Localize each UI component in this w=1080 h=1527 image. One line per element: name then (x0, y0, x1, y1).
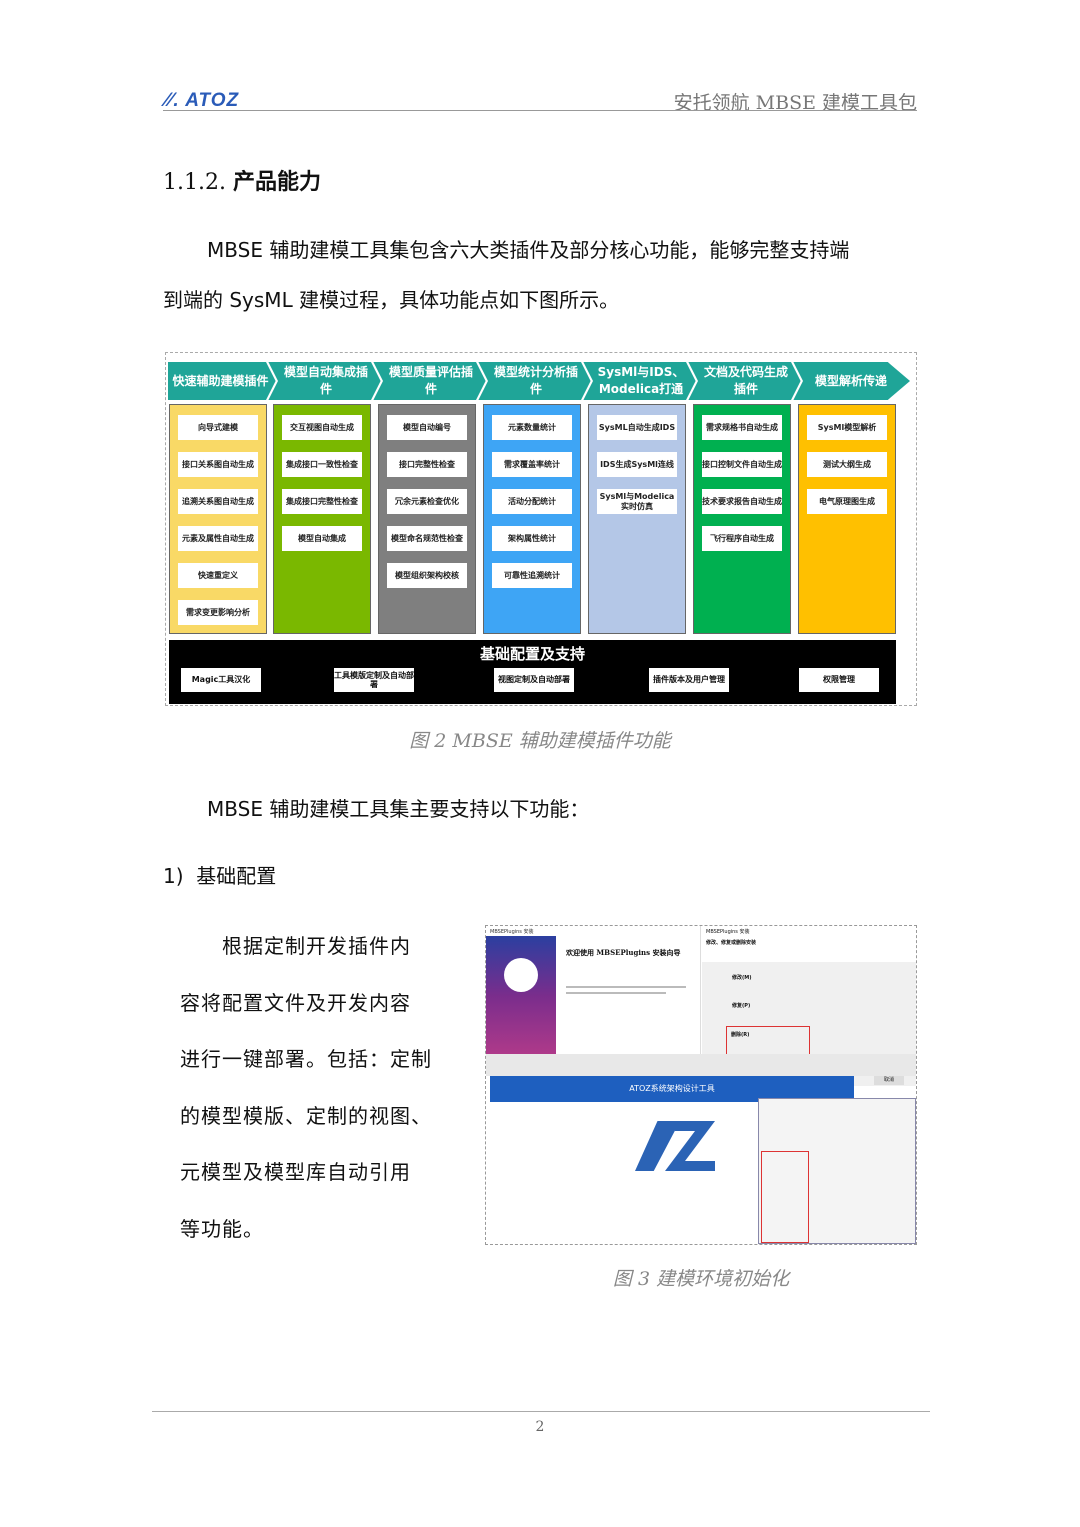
base-feature-box: 插件版本及用户管理 (649, 668, 729, 692)
base-feature-box: 权限管理 (799, 668, 879, 692)
base-support-bar: 基础配置及支持 Magic工具汉化 工具模版定制及自动部署 视图定制及自动部署 插件版… (169, 640, 896, 704)
feature-box: 接口控制文件自动生成 (702, 452, 782, 477)
window-title: MBSEPlugins 安装 (490, 929, 534, 935)
feature-box: 模型命名规范性检查 (387, 526, 467, 551)
item-1-text-line: 根据定制开发插件内 (222, 934, 411, 958)
feature-box: 冗余元素检查优化 (387, 489, 467, 514)
installer-graphic (486, 936, 556, 1056)
item-1-text-line: 等功能。 (180, 1216, 264, 1241)
plugin-diagram (165, 352, 917, 706)
base-feature-box: Magic工具汉化 (181, 668, 261, 692)
feature-box: 元素数量统计 (492, 415, 572, 440)
installer-welcome-window: MBSEPlugins 安装 欢迎使用 MBSEPlugins 安装向导 (486, 926, 701, 1056)
feature-box: 架构属性统计 (492, 526, 572, 551)
option-modify[interactable]: 修改(M) (732, 975, 752, 981)
chevron-separator (686, 362, 698, 400)
feature-box: 向导式建模 (178, 415, 258, 440)
chevron-separator (371, 362, 383, 400)
item-1-text-line: 的模型模版、定制的视图、 (180, 1103, 432, 1128)
item-1-text-line: 容将配置文件及开发内容 (180, 990, 411, 1015)
feature-box: 需求规格书自动生成 (702, 415, 782, 440)
category-column: 需求规格书自动生成接口控制文件自动生成技术要求报告自动生成飞行程序自动生成 (693, 404, 791, 634)
tool-banner: ATOZ系统架构设计工具 (490, 1076, 854, 1102)
item-1-text-line: 元模型及模型库自动引用 (180, 1160, 411, 1184)
feature-box: 活动分配统计 (492, 489, 572, 514)
feature-box: 集成接口一致性检查 (282, 452, 362, 477)
feature-box: 快速重定义 (178, 563, 258, 588)
feature-box: 飞行程序自动生成 (702, 526, 782, 551)
category-header: 模型质量评估插件 (388, 365, 473, 396)
plugin-list-highlight (761, 1151, 809, 1243)
header-divider (163, 110, 917, 111)
support-intro: MBSE 辅助建模工具集主要支持以下功能： (207, 797, 590, 821)
toolbar (486, 1054, 916, 1076)
feature-box: 交互视图自动生成 (282, 415, 362, 440)
option-remove[interactable]: 删除(R) (726, 1026, 810, 1056)
feature-box: SysMl模型解析 (807, 415, 887, 440)
chevron-separator (581, 362, 593, 400)
item-1-text-line: 进行一键部署。包括：定制 (180, 1047, 432, 1071)
feature-box: 需求变更影响分析 (178, 600, 258, 625)
feature-box: 接口完整性检查 (387, 452, 467, 477)
category-column: SysMl模型解析测试大纲生成电气原理图生成 (798, 404, 896, 634)
base-title: 基础配置及支持 (479, 645, 585, 663)
header-title: 安托领航 MBSE 建模工具包 (673, 92, 917, 114)
figure-2-caption: 图 2 MBSE 辅助建模插件功能 (409, 730, 671, 752)
category-column: 模型自动编号接口完整性检查冗余元素检查优化模型命名规范性检查模型组织架构校核 (378, 404, 476, 634)
feature-box: IDS生成SysMl连线 (597, 452, 677, 477)
feature-box: 电气原理图生成 (807, 489, 887, 514)
feature-box: 模型组织架构校核 (387, 563, 467, 588)
category-header: 模型统计分析插件 (493, 365, 578, 396)
base-feature-box: 视图定制及自动部署 (494, 668, 574, 692)
category-header: 模型自动集成插件 (283, 365, 368, 396)
description-text (566, 986, 686, 988)
category-column: SysML自动生成IDS IDS生成SysMl连线 SysMl与Modelica实时… (588, 404, 686, 634)
category-column: 向导式建模接口关系图自动生成追溯关系图自动生成元素及属性自动生成快速重定义需求变… (169, 404, 267, 634)
feature-box: 元素及属性自动生成 (178, 526, 258, 551)
plugin-logo-icon (504, 958, 538, 992)
window-title: MBSEPlugins 安装 (706, 929, 750, 935)
feature-box: 模型自动集成 (282, 526, 362, 551)
feature-box: 需求覆盖率统计 (492, 452, 572, 477)
intro-line-2: 到端的 SysML 建模过程，具体功能点如下图所示。 (163, 288, 620, 312)
feature-box: 接口关系图自动生成 (178, 452, 258, 477)
item-1-heading: 1) 基础配置 (163, 864, 277, 888)
cancel-button[interactable]: 取消 (874, 1076, 904, 1085)
option-repair[interactable]: 修复(P) (732, 1003, 751, 1009)
figure-3-caption: 图 3 建模环境初始化 (612, 1268, 790, 1290)
feature-box: SysML自动生成IDS (597, 415, 677, 440)
plugin-dialog (758, 1098, 916, 1244)
category-band: 快速辅助建模插件模型自动集成插件模型质量评估插件模型统计分析插件 SysMl与ID… (168, 362, 910, 400)
feature-box: 追溯关系图自动生成 (178, 489, 258, 514)
welcome-text: 欢迎使用 MBSEPlugins 安装向导 (566, 948, 681, 957)
category-header: 模型解析传递 (814, 373, 887, 388)
section-heading: 1.1.2. 产品能力 (163, 170, 321, 195)
figure-3-screenshot: MBSEPlugins 安装 欢迎使用 MBSEPlugins 安装向导 MBS… (485, 925, 917, 1245)
intro-line-1: MBSE 辅助建模工具集包含六大类插件及部分核心功能，能够完整支持端 (207, 238, 850, 262)
atoz-logo: ⁄⁄. ATOZ (165, 90, 240, 111)
base-feature-box: 工具模版定制及自动部署 (334, 668, 414, 692)
description-text (566, 992, 666, 994)
chevron-separator (791, 362, 803, 400)
category-header: 文档及代码生成插件 (703, 365, 788, 396)
feature-box: 模型自动编号 (387, 415, 467, 440)
page-number: 2 (535, 1419, 545, 1435)
category-header: SysMl与IDS、Modelica打通 (597, 365, 685, 396)
feature-box: 技术要求报告自动生成 (702, 489, 782, 514)
category-column: 交互视图自动生成集成接口一致性检查集成接口完整性检查模型自动集成 (273, 404, 371, 634)
feature-box: 可靠性追溯统计 (492, 563, 572, 588)
category-column: 元素数量统计需求覆盖率统计活动分配统计架构属性统计可靠性追溯统计 (483, 404, 581, 634)
feature-box: SysMl与Modelica实时仿真 (597, 489, 677, 514)
chevron-separator (476, 362, 488, 400)
feature-box: 测试大纲生成 (807, 452, 887, 477)
feature-box: 集成接口完整性检查 (282, 489, 362, 514)
modify-heading: 修改、修复或删除安装 (706, 940, 757, 946)
footer-divider (152, 1411, 930, 1412)
category-header: 快速辅助建模插件 (172, 373, 269, 388)
